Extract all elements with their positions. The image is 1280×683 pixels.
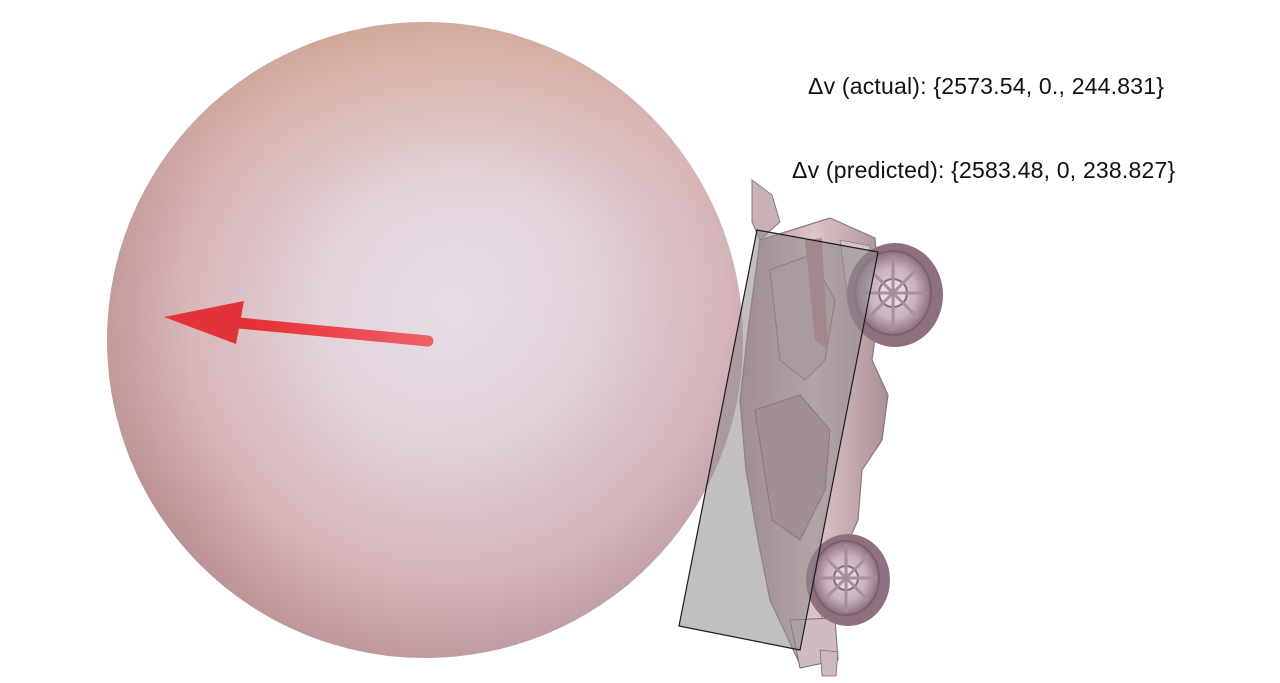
car-hitbox [678, 229, 879, 651]
car-wheel-rear [806, 534, 890, 626]
velocity-arrow [164, 301, 434, 347]
car-spoiler [751, 179, 781, 241]
predicted-delta-v-label: Δv (predicted): {2583.48, 0, 238.827} [792, 157, 1176, 183]
actual-delta-v-label: Δv (actual): {2573.54, 0., 244.831} [808, 73, 1165, 99]
